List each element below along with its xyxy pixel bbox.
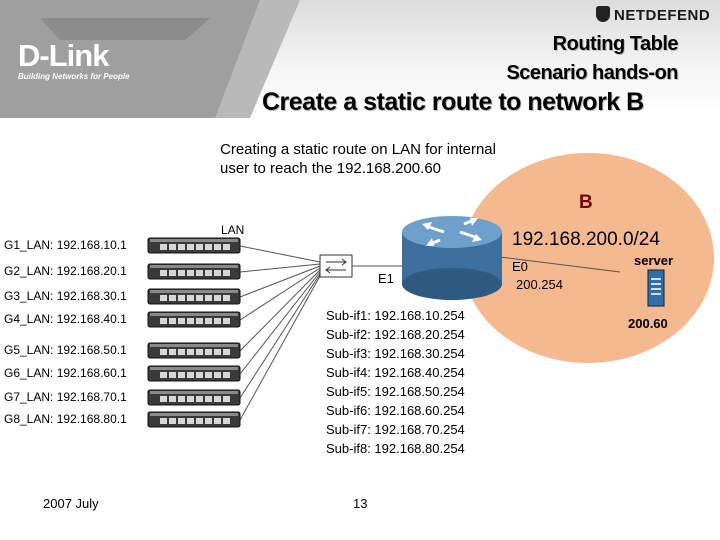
network-b-cloud [462, 153, 714, 363]
switch-icon [147, 237, 241, 254]
title-routing-table: Routing Table [552, 33, 679, 55]
title-scenario: Scenario hands-on [506, 62, 678, 84]
switch-icon [147, 411, 241, 428]
product-name: NETDEFEND [614, 7, 711, 24]
lan-group-label: G3_LAN: 192.168.30.1 [4, 289, 127, 303]
slide-header: D-Link Building Networks for People NETD… [0, 0, 720, 118]
e1-label: E1 [378, 271, 394, 286]
server-ip: 200.60 [628, 316, 668, 331]
interface-e0-label: E0 [512, 259, 528, 274]
lan-group-label: G1_LAN: 192.168.10.1 [4, 238, 127, 252]
lan-group-label: G2_LAN: 192.168.20.1 [4, 264, 127, 278]
network-b-label: B [579, 192, 593, 213]
lan-links [239, 245, 621, 421]
sub-interface-item: Sub-if8: 192.168.80.254 [326, 441, 465, 456]
lan-group-label: G4_LAN: 192.168.40.1 [4, 312, 127, 326]
switch-icon [147, 365, 241, 382]
switch-icon [147, 311, 241, 328]
brand-tagline: Building Networks for People [18, 72, 130, 81]
switch-icon [147, 342, 241, 359]
switch-icon [147, 288, 241, 305]
sub-interface-list: Sub-if1: 192.168.10.254 Sub-if2: 192.168… [326, 306, 465, 458]
page-number: 13 [353, 496, 368, 511]
sub-interface-item: Sub-if5: 192.168.50.254 [326, 384, 465, 399]
sub-interface-item: Sub-if2: 192.168.20.254 [326, 327, 465, 342]
shield-icon [596, 6, 610, 22]
lan-group-label: G6_LAN: 192.168.60.1 [4, 366, 127, 380]
switch-icon [147, 263, 241, 280]
header-banner-art [0, 0, 300, 118]
lan-group-label: G5_LAN: 192.168.50.1 [4, 343, 127, 357]
sub-interface-item: Sub-if6: 192.168.60.254 [326, 403, 465, 418]
lan-group-label: G8_LAN: 192.168.80.1 [4, 412, 127, 426]
footer-date: 2007 July [43, 496, 99, 511]
sub-interface-item: Sub-if7: 192.168.70.254 [326, 422, 465, 437]
sub-interface-item: Sub-if1: 192.168.10.254 [326, 308, 465, 323]
sub-interface-item: Sub-if3: 192.168.30.254 [326, 346, 465, 361]
interface-e0-ip: 200.254 [516, 277, 563, 292]
lan-label: LAN [221, 223, 245, 237]
network-b-subnet: 192.168.200.0/24 [512, 229, 660, 250]
scenario-description: Creating a static route on LAN for inter… [220, 141, 496, 177]
brand-name: D-Link [18, 38, 109, 73]
server-icon [647, 269, 665, 307]
trunk-port-icon [319, 254, 353, 278]
sub-interface-item: Sub-if4: 192.168.40.254 [326, 365, 465, 380]
lan-group-label: G7_LAN: 192.168.70.1 [4, 390, 127, 404]
switch-icon [147, 389, 241, 406]
dlink-logo: D-Link Building Networks for People [18, 40, 130, 81]
server-label: server [634, 253, 674, 268]
netdefend-logo: NETDEFEND [596, 6, 710, 24]
router-icon [402, 216, 502, 300]
page-title: Create a static route to network B [262, 88, 644, 116]
